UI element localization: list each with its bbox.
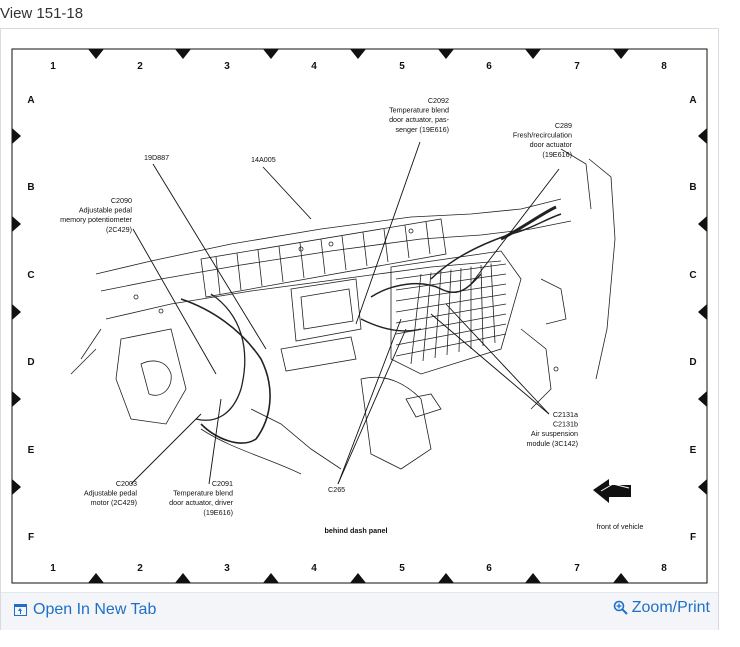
open-in-new-tab-icon <box>14 604 27 616</box>
callout-c2091-line: (19E616) <box>203 508 233 517</box>
grid-column-label: 4 <box>311 563 317 574</box>
callout-c2090-line: memory potentiometer <box>60 215 133 224</box>
grid-column-label: 6 <box>486 563 492 574</box>
grid-column-label: 3 <box>224 563 230 574</box>
callout-p14a005-line: 14A005 <box>251 155 276 164</box>
grid-marker-left <box>12 479 21 495</box>
grid-column-label: 3 <box>224 61 230 72</box>
grid-row-label: B <box>27 182 34 193</box>
grid-marker-top <box>525 49 541 59</box>
diagram-caption: behind dash panel <box>324 526 387 535</box>
grid-marker-bottom <box>175 573 191 583</box>
open-in-new-tab-link[interactable]: Open In New Tab <box>14 601 156 619</box>
callout-c2131-line: Air suspension <box>531 429 578 438</box>
grid-column-label: 7 <box>574 61 580 72</box>
grid-row-label: F <box>690 532 696 543</box>
callout-c289-line: C289 <box>555 121 572 130</box>
callout-c2003-line: motor (2C429) <box>91 498 137 507</box>
grid-marker-right <box>698 391 707 407</box>
grid-marker-bottom <box>88 573 104 583</box>
callout-c2131-line: C2131a <box>553 410 578 419</box>
callout-c2092-line: senger (19E616) <box>395 125 449 134</box>
grid-column-label: 1 <box>50 61 56 72</box>
grid-row-label: F <box>28 532 34 543</box>
grid-row-label: C <box>27 270 34 281</box>
grid-marker-left <box>12 216 21 232</box>
callout-c265-line: C265 <box>328 485 345 494</box>
callout-c2091-line: door actuator, driver <box>169 498 234 507</box>
grid-marker-top <box>263 49 279 59</box>
grid-row-label: D <box>689 357 696 368</box>
grid-marker-right <box>698 216 707 232</box>
callout-c2092-line: C2092 <box>428 96 449 105</box>
callout-c2090-line: Adjustable pedal <box>79 206 133 215</box>
grid-column-label: 5 <box>399 61 405 72</box>
callout-c2090-line: C2090 <box>111 196 132 205</box>
view-title: View 151-18 <box>0 5 84 22</box>
grid-marker-top <box>88 49 104 59</box>
grid-row-label: A <box>27 95 34 106</box>
grid-marker-left <box>12 128 21 144</box>
callout-c289-line: (19E616) <box>542 150 572 159</box>
grid-marker-top <box>175 49 191 59</box>
callout-c289-line: door actuator <box>530 140 573 149</box>
grid-marker-bottom <box>438 573 454 583</box>
open-in-new-tab-label: Open In New Tab <box>33 601 157 618</box>
grid-marker-bottom <box>613 573 629 583</box>
grid-marker-right <box>698 128 707 144</box>
zoom-print-label: Zoom/Print <box>631 599 710 616</box>
callout-c2092-line: door actuator, pas- <box>389 115 450 124</box>
grid-column-label: 5 <box>399 563 405 574</box>
magnify-plus-icon <box>613 600 628 615</box>
front-of-vehicle-arrow-icon <box>593 479 631 503</box>
grid-marker-bottom <box>350 573 366 583</box>
grid-column-label: 8 <box>661 563 667 574</box>
callout-c2091-line: C2091 <box>212 479 233 488</box>
grid-row-label: B <box>689 182 696 193</box>
grid-marker-right <box>698 479 707 495</box>
grid-column-label: 7 <box>574 563 580 574</box>
zoom-print-link[interactable]: Zoom/Print <box>613 599 710 617</box>
grid-column-label: 8 <box>661 61 667 72</box>
grid-column-label: 1 <box>50 563 56 574</box>
diagram-footer: Open In New Tab Zoom/Print <box>1 592 718 630</box>
grid-column-label: 2 <box>137 61 143 72</box>
callout-p19d887-line: 19D887 <box>144 153 169 162</box>
grid-marker-right <box>698 304 707 320</box>
grid-row-label: A <box>689 95 696 106</box>
grid-marker-bottom <box>525 573 541 583</box>
grid-marker-top <box>613 49 629 59</box>
grid-row-label: D <box>27 357 34 368</box>
grid-markers <box>12 49 707 583</box>
grid-column-label: 6 <box>486 61 492 72</box>
grid-marker-bottom <box>263 573 279 583</box>
grid-column-label: 4 <box>311 61 317 72</box>
grid-marker-left <box>12 304 21 320</box>
callout-c2091-line: Temperature blend <box>173 489 233 498</box>
callout-c2003-line: C2003 <box>116 479 137 488</box>
callout-c2090-line: (2C429) <box>106 225 132 234</box>
grid-row-label: E <box>28 445 35 456</box>
callout-leader-lines <box>130 141 560 485</box>
grid-row-label: C <box>689 270 696 281</box>
grid-marker-left <box>12 391 21 407</box>
callout-c2092-line: Temperature blend <box>389 106 449 115</box>
grid-column-label: 2 <box>137 563 143 574</box>
grid-marker-top <box>350 49 366 59</box>
callout-c2131-line: C2131b <box>553 420 578 429</box>
callout-c2003-line: Adjustable pedal <box>84 489 138 498</box>
front-of-vehicle-label: front of vehicle <box>597 522 644 531</box>
grid-row-label: E <box>690 445 697 456</box>
callout-c289-line: Fresh/recirculation <box>513 131 572 140</box>
grid-marker-top <box>438 49 454 59</box>
callout-c2131-line: module (3C142) <box>526 439 578 448</box>
